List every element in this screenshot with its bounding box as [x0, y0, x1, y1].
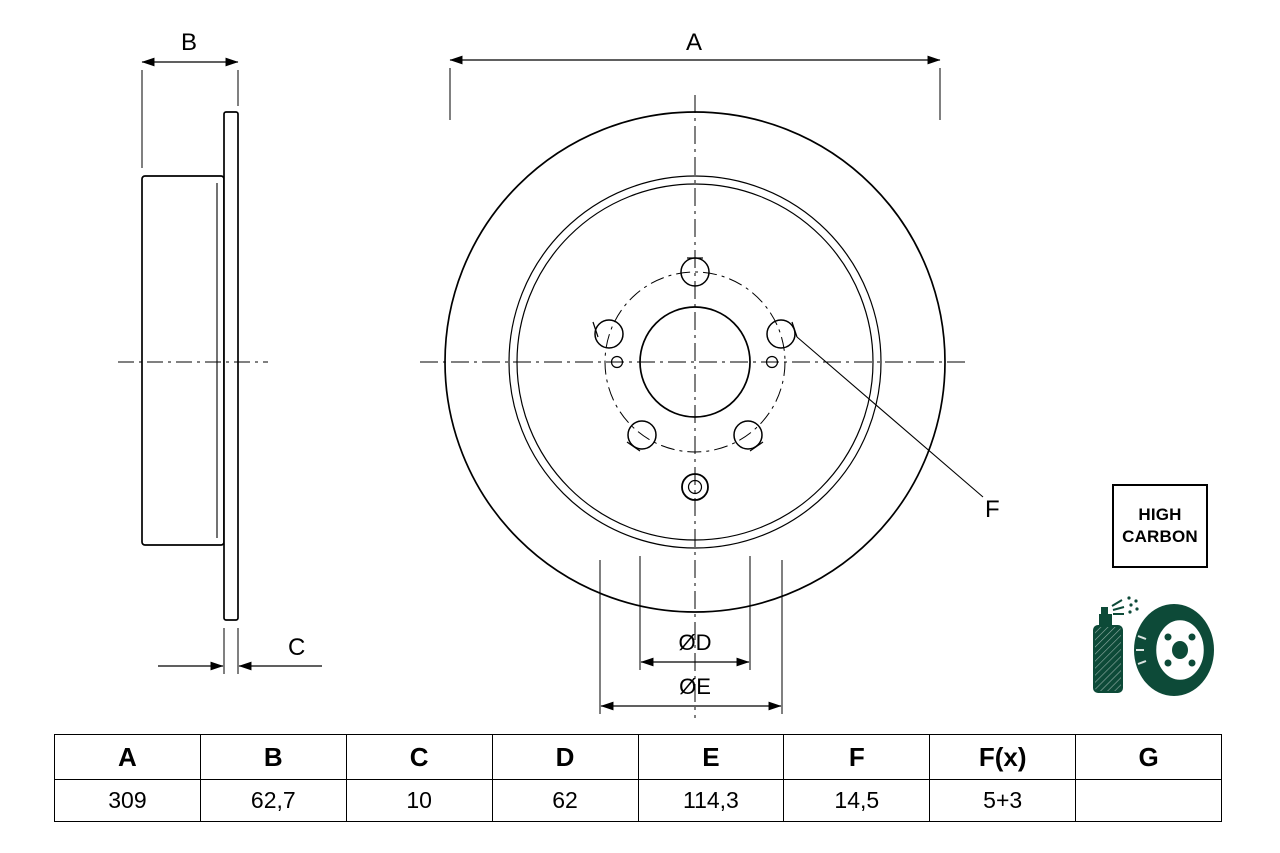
screw-hole-outer — [681, 473, 709, 501]
table-header-cell: G — [1075, 734, 1222, 780]
table-value-cell: 5+3 — [929, 779, 1077, 822]
dimension-a-label: A — [686, 29, 702, 56]
table-header-row: A B C D E F F(x) G — [54, 734, 1222, 780]
table-header-cell: E — [637, 734, 785, 780]
high-carbon-line1: HIGH — [1138, 504, 1182, 524]
dimension-b-label: B — [181, 29, 197, 56]
technical-drawing: B C — [118, 29, 1000, 718]
table-header-cell: D — [491, 734, 639, 780]
table-value-cell: 62 — [491, 779, 639, 822]
dimension-c: C — [158, 628, 322, 674]
pin-hole-right — [765, 355, 779, 369]
screw-hole-inner — [687, 479, 703, 495]
dimension-a: A — [449, 29, 941, 120]
table-value-cell: 62,7 — [199, 779, 347, 822]
centerlines — [420, 95, 968, 718]
table-header-cell: A — [54, 734, 201, 780]
table-header-cell: B — [199, 734, 347, 780]
front-view-drawing — [420, 95, 968, 718]
brake-disc-icon — [1134, 604, 1214, 696]
table-value-row: 309 62,7 10 62 114,3 14,5 5+3 — [54, 779, 1222, 822]
spec-table: A B C D E F F(x) G 309 62,7 10 62 114,3 … — [54, 734, 1222, 822]
dimension-c-label: C — [288, 634, 305, 661]
dimension-b: B — [141, 29, 239, 168]
dimension-e-label: ØE — [679, 674, 711, 699]
spray-can-icon — [1093, 596, 1139, 693]
label-f: F — [985, 496, 1000, 523]
label-f-leader: F — [796, 336, 1000, 523]
table-value-cell: 114,3 — [637, 779, 785, 822]
dimension-d: ØD — [639, 556, 751, 670]
bolt-holes — [592, 257, 798, 452]
table-value-cell: 14,5 — [783, 779, 931, 822]
dimension-d-label: ØD — [679, 630, 712, 655]
high-carbon-badge: HIGH CARBON — [1112, 484, 1208, 568]
coated-disc-icon — [1093, 596, 1214, 696]
table-value-cell: 309 — [54, 779, 201, 822]
pin-hole-left — [610, 355, 624, 369]
table-value-cell — [1075, 779, 1222, 822]
dimension-e: ØE — [599, 560, 783, 714]
side-view-drawing — [118, 111, 268, 621]
table-header-cell: F — [783, 734, 931, 780]
table-header-cell: C — [345, 734, 493, 780]
table-header-cell: F(x) — [929, 734, 1077, 780]
high-carbon-line2: CARBON — [1122, 527, 1198, 546]
table-value-cell: 10 — [345, 779, 493, 822]
